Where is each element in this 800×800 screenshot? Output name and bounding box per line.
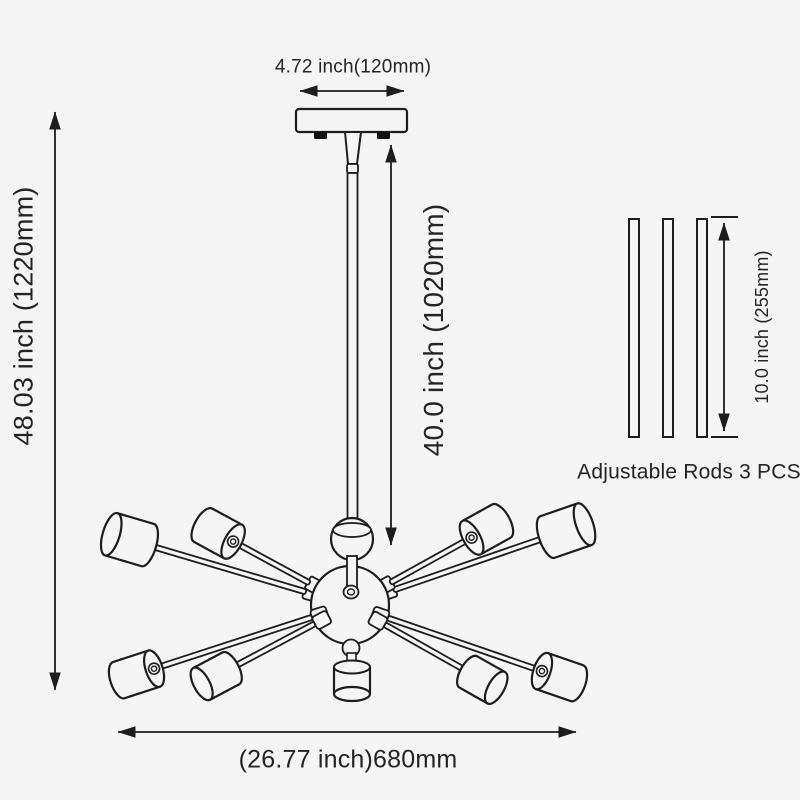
arm-rod [152,543,308,595]
bottom-socket [332,638,372,703]
hub-top-stub-inner [346,588,356,596]
canopy-width-label: 4.72 inch(120mm) [274,56,432,78]
lamp-socket-cap-inner [229,538,237,545]
canopy-screw-right [377,132,390,139]
adjustable-rod-3 [696,218,708,438]
overall-height-label: 48.03 inch (1220mm) [8,186,39,446]
fixture-width-label: (26.77 inch)680mm [238,745,458,774]
lamp-holder-opening [99,511,123,557]
adjustable-rods-caption: Adjustable Rods 3 PCS [577,460,800,484]
stem-taper [343,131,363,165]
rod-height-label: 40.0 inch (1020mm) [418,203,449,457]
adjustable-rod-1 [628,218,640,438]
adjustable-rod-length-label: 10.0 inch (255mm) [752,250,772,404]
hanging-rod [346,172,359,521]
adjustable-rod-2 [662,218,674,438]
bottom-socket-top-rim [333,659,371,675]
stem-flange [346,163,359,174]
arm-lower-left-far [107,605,330,700]
ceiling-canopy [294,107,409,174]
lamp-holder-opening [483,670,509,705]
top-socket-rim [332,522,372,538]
arm-upper-left-near [190,507,324,596]
bottom-socket-opening [332,685,372,703]
lamp-holder-opening [189,666,214,702]
canopy-screw-left [314,132,327,139]
lamp-socket-cap-inner [468,534,475,541]
canopy-plate [294,107,409,134]
arm-lower-left-near [189,610,332,702]
lamp-socket-cap-inner [538,667,546,675]
lamp-socket-cap-inner [150,665,158,672]
arm-upper-left-far [99,511,320,603]
arm-lower-right-near [367,610,509,705]
adjustable-rods [628,216,738,438]
lamp-holder-opening [572,502,597,547]
